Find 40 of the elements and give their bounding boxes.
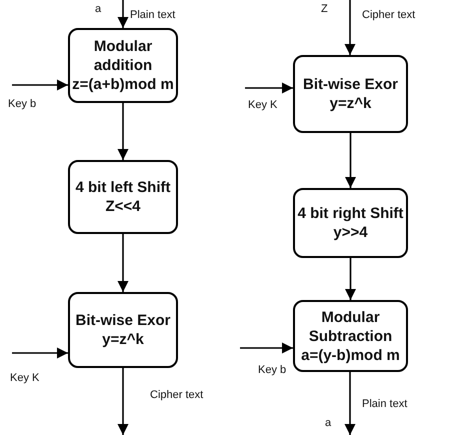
arrow (117, 0, 129, 28)
process-box (68, 28, 178, 103)
process-box (68, 292, 178, 368)
arrow (344, 0, 356, 55)
arrow (117, 368, 129, 435)
step-name: 4 bit left Shift (76, 178, 170, 197)
formula: Z<<4 (105, 197, 141, 216)
text-label: a (95, 3, 102, 15)
text-label: Key b (258, 364, 286, 376)
arrow (245, 82, 293, 94)
text-label: Plain text (362, 398, 408, 410)
formula: y=z^k (102, 330, 144, 349)
process-box (293, 300, 408, 372)
text-label: Cipher text (362, 9, 416, 21)
arrow (240, 342, 293, 354)
arrow (344, 372, 356, 435)
text-label: Cipher text (150, 389, 204, 401)
step-name: 4 bit right Shift (298, 204, 404, 223)
arrow (12, 347, 68, 359)
arrow (12, 79, 68, 91)
text-label: a (325, 417, 332, 429)
process-box (68, 160, 178, 234)
formula: y=z^k (330, 94, 372, 113)
step-name: Modular addition (92, 37, 154, 75)
formula: z=(a+b)mod m (72, 75, 174, 94)
arrow (344, 133, 356, 188)
text-label: Key K (248, 99, 278, 111)
arrow (117, 234, 129, 292)
formula: y>>4 (333, 223, 368, 242)
step-name: Bit-wise Exor (302, 75, 398, 94)
text-label: Z (321, 3, 328, 15)
text-label: Plain text (130, 9, 176, 21)
process-box (293, 188, 408, 258)
formula: a=(y-b)mod m (301, 346, 400, 364)
arrow (344, 258, 356, 300)
process-box (293, 55, 408, 133)
text-label: Key b (8, 98, 36, 110)
text-label: Key K (10, 372, 40, 384)
step-name: Bit-wise Exor (75, 311, 171, 330)
arrow (117, 103, 129, 160)
